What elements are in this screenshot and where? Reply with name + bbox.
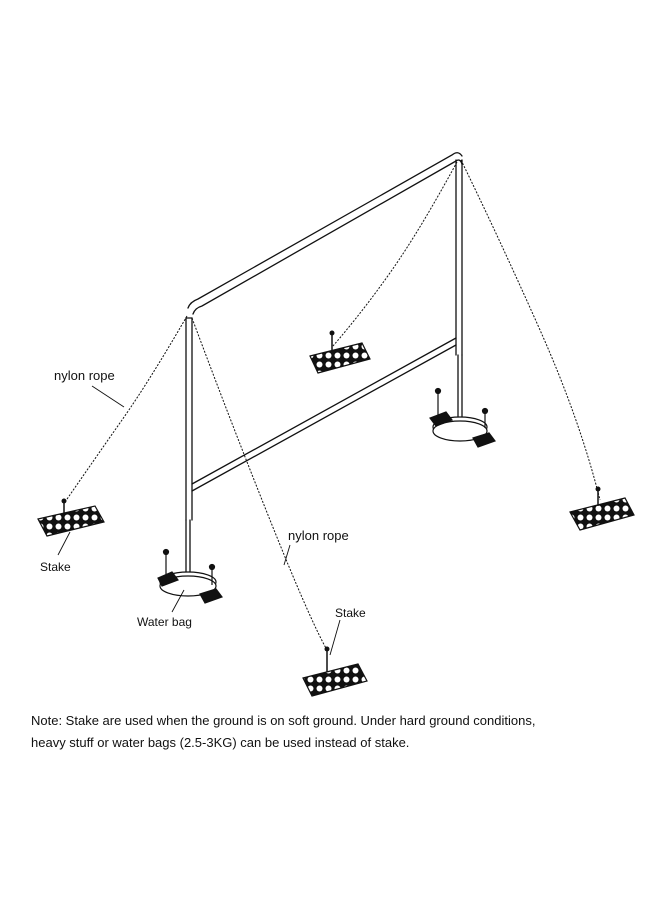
rope-back-right <box>460 159 601 501</box>
net-frame <box>185 152 463 574</box>
water-bag-base-back <box>429 387 496 448</box>
label-nylon-rope-center: nylon rope <box>288 528 349 543</box>
nylon-ropes <box>64 159 601 651</box>
water-bag-base-front <box>157 548 223 604</box>
rope-front-right <box>191 317 328 651</box>
note-text: Note: Stake are used when the ground is … <box>31 710 631 754</box>
stake-pad-back-right <box>569 486 635 531</box>
rope-back-left <box>332 161 458 347</box>
stake-pad-left <box>37 498 105 537</box>
note-line-1: Note: Stake are used when the ground is … <box>31 713 536 728</box>
stake-pad-back-left <box>309 330 371 374</box>
stake-pad-center <box>302 646 368 697</box>
label-stake-left: Stake <box>40 560 71 574</box>
label-water-bag: Water bag <box>137 615 192 629</box>
label-leaders <box>57 385 341 656</box>
rope-front-left <box>64 315 188 503</box>
note-line-2: heavy stuff or water bags (2.5-3KG) can … <box>31 735 410 750</box>
label-nylon-rope-left: nylon rope <box>54 368 115 383</box>
label-stake-center: Stake <box>335 606 366 620</box>
